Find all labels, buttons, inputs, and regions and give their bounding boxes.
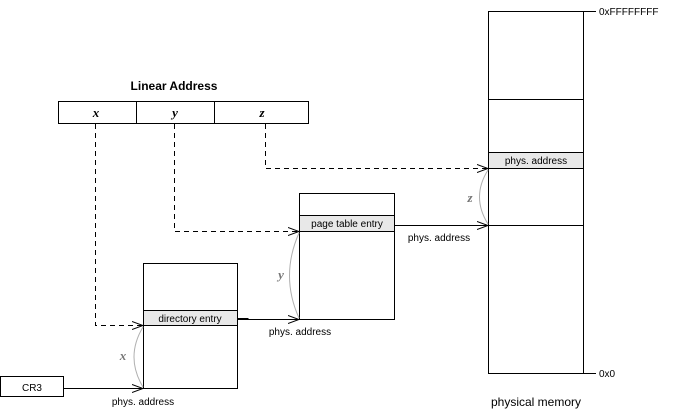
field-x: x: [92, 105, 100, 120]
linear-address-box: x y z: [58, 101, 309, 124]
linear-address-title: Linear Address: [131, 79, 218, 93]
page-table: page table entry: [299, 193, 395, 320]
x-offset-label: x: [119, 348, 127, 363]
field-y: y: [170, 105, 178, 120]
cr3-phys-address-label: phys. address: [112, 397, 174, 408]
z-index-arrow: [265, 124, 489, 169]
directory-entry-label: directory entry: [158, 314, 221, 325]
x-offset-arc: [133, 326, 144, 388]
memory-entry-label: phys. address: [505, 156, 567, 167]
y-offset-arc: [289, 232, 300, 319]
cr3-register: [0, 376, 64, 397]
z-offset-label: z: [466, 190, 473, 205]
field-z: z: [258, 105, 265, 120]
memory-top-address: 0xFFFFFFFF: [599, 7, 658, 18]
physical-memory: phys. address: [488, 11, 596, 374]
y-offset-label: y: [276, 267, 284, 282]
page-directory: directory entry: [143, 263, 238, 389]
directory-phys-address-label: phys. address: [269, 327, 331, 338]
page-table-phys-address-label: phys. address: [408, 233, 470, 244]
y-index-arrow: [174, 124, 300, 232]
page-table-entry-label: page table entry: [311, 219, 383, 230]
z-offset-arc: [479, 169, 489, 225]
memory-bottom-address: 0x0: [599, 369, 616, 380]
cr3-label: CR3: [22, 383, 42, 394]
memory-caption: physical memory: [491, 395, 581, 409]
x-index-arrow: [95, 124, 144, 326]
